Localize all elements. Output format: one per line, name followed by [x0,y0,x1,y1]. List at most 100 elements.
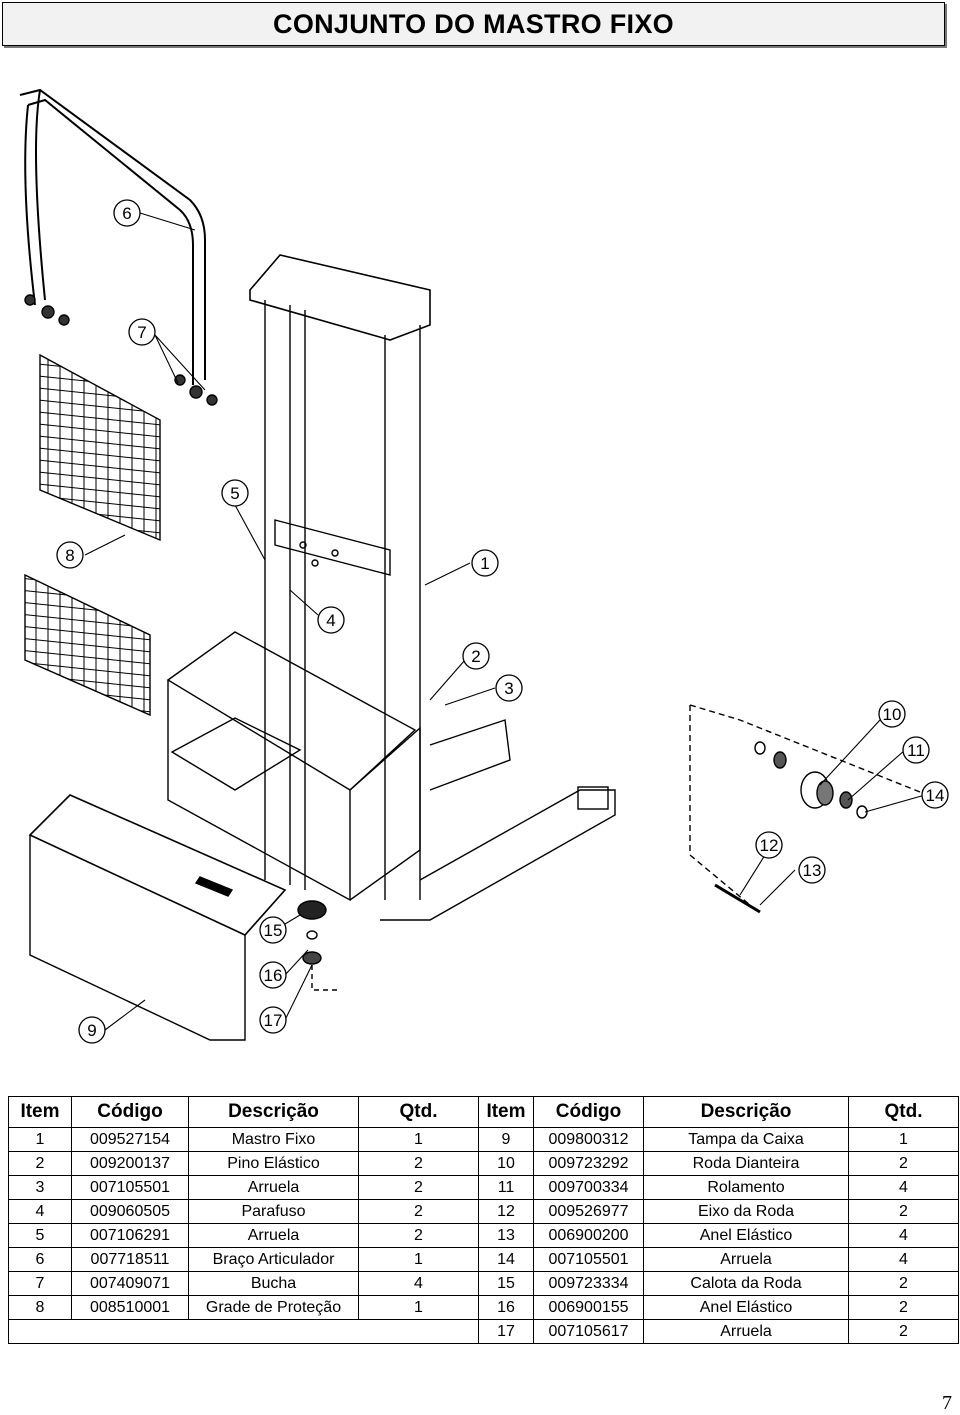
cell-qtd: 2 [358,1199,479,1224]
cell-item: 2 [8,1151,72,1176]
cell-qtd-2: 2 [848,1319,959,1344]
cell-codigo-2: 009800312 [533,1127,644,1152]
callout-2: 2 [462,642,490,670]
cell-qtd: 4 [358,1271,479,1296]
cell-codigo-2: 009700334 [533,1175,644,1200]
callout-3: 3 [495,674,523,702]
callout-14: 14 [921,781,949,809]
cell-codigo-2: 006900155 [533,1295,644,1320]
cell-item-2: 12 [478,1199,534,1224]
cell-qtd-2: 4 [848,1223,959,1248]
cell-codigo-2: 007105617 [533,1319,644,1344]
leader-lines [84,212,926,1031]
cell-item: 8 [8,1295,72,1320]
callout-label-3: 3 [504,679,513,698]
cell-qtd-2: 2 [848,1199,959,1224]
cell-item: 4 [8,1199,72,1224]
cell-item [8,1319,479,1344]
cell-descricao-2: Rolamento [643,1175,849,1200]
col-descricao-2: Descrição [643,1096,849,1128]
box-cover [28,794,287,1041]
callout-label-13: 13 [803,861,822,880]
fixed-mast [166,254,616,921]
cell-item: 3 [8,1175,72,1200]
cell-descricao-2: Arruela [643,1247,849,1272]
cell-descricao: Braço Articulador [188,1247,359,1272]
cell-qtd: 1 [358,1247,479,1272]
cell-descricao: Parafuso [188,1199,359,1224]
cell-descricao-2: Tampa da Caixa [643,1127,849,1152]
cell-codigo: 007105501 [71,1175,189,1200]
callout-16: 16 [259,961,287,989]
cell-descricao: Arruela [188,1175,359,1200]
callout-7: 7 [128,318,156,346]
cell-qtd: 2 [358,1151,479,1176]
parts-table: Item Código Descrição Qtd. Item Código D… [8,1096,959,1344]
cell-qtd-2: 1 [848,1127,959,1152]
page-number: 7 [942,1392,952,1414]
cell-item-2: 10 [478,1151,534,1176]
callout-4: 4 [317,606,345,634]
cell-descricao: Pino Elástico [188,1151,359,1176]
cell-codigo: 007106291 [71,1223,189,1248]
col-qtd-2: Qtd. [848,1096,959,1128]
cell-codigo-2: 009723334 [533,1271,644,1296]
page-title: CONJUNTO DO MASTRO FIXO [273,8,674,39]
cell-descricao-2: Anel Elástico [643,1223,849,1248]
cell-item-2: 9 [478,1127,534,1152]
col-codigo-2: Código [533,1096,644,1128]
cell-descricao: Bucha [188,1271,359,1296]
callout-label-6: 6 [122,204,131,223]
callout-5: 5 [221,479,249,507]
cell-item-2: 15 [478,1271,534,1296]
cell-codigo: 007718511 [71,1247,189,1272]
callout-label-11: 11 [907,741,925,760]
cell-descricao: Grade de Proteção [188,1295,359,1320]
callout-6: 6 [113,199,141,227]
callout-label-15: 15 [264,921,283,940]
cell-codigo-2: 006900200 [533,1223,644,1248]
col-item: Item [8,1096,72,1128]
callout-label-7: 7 [137,323,146,342]
cell-codigo: 008510001 [71,1295,189,1320]
wheel-cap [297,900,340,991]
articulated-arm [19,88,218,406]
cell-qtd-2: 2 [848,1271,959,1296]
callout-8: 8 [56,541,84,569]
cell-item-2: 16 [478,1295,534,1320]
cell-qtd-2: 2 [848,1151,959,1176]
callout-11: 11 [902,736,930,764]
callout-label-10: 10 [883,705,902,724]
wheel-assembly [689,704,941,914]
callout-label-1: 1 [480,554,489,573]
callout-10: 10 [878,700,906,728]
col-descricao: Descrição [188,1096,359,1128]
cell-qtd-2: 4 [848,1247,959,1272]
cell-qtd-2: 2 [848,1295,959,1320]
cell-item-2: 13 [478,1223,534,1248]
cell-qtd: 2 [358,1175,479,1200]
cell-descricao-2: Anel Elástico [643,1295,849,1320]
cell-codigo-2: 009526977 [533,1199,644,1224]
col-qtd: Qtd. [358,1096,479,1128]
cell-codigo-2: 007105501 [533,1247,644,1272]
cell-item: 5 [8,1223,72,1248]
cell-descricao-2: Calota da Roda [643,1271,849,1296]
exploded-view-drawing: 1 2 3 4 5 6 7 8 9 10 11 12 13 14 15 16 1… [19,88,949,1044]
callout-9: 9 [78,1016,106,1044]
cell-codigo: 007409071 [71,1271,189,1296]
callout-label-4: 4 [326,611,335,630]
callout-15: 15 [259,916,287,944]
col-codigo: Código [71,1096,189,1128]
callout-label-9: 9 [87,1021,96,1040]
